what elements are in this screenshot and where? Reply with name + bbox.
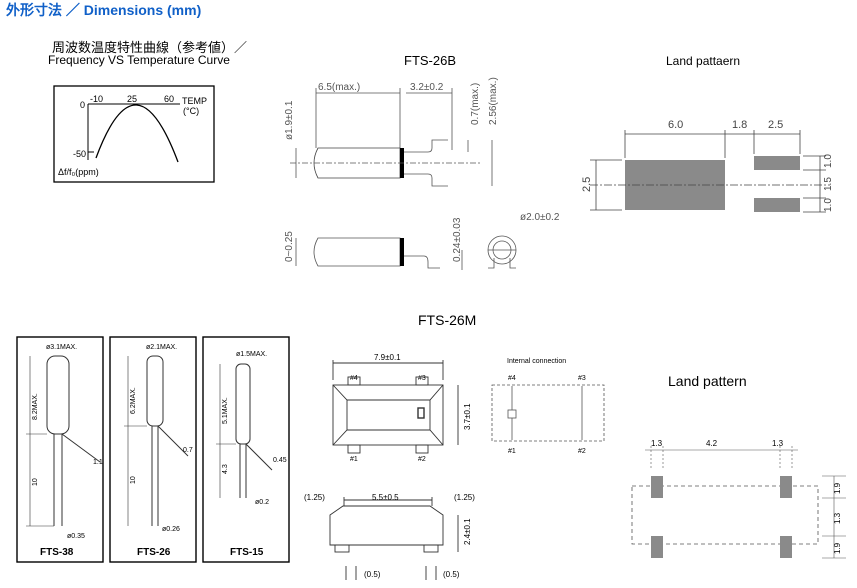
dim-lead-h: 0.7(max.) — [470, 83, 481, 125]
dim-diameter: ø1.9±0.1 — [284, 100, 295, 140]
dim-thickness: 0.24±0.03 — [452, 217, 463, 262]
internal-connection — [491, 384, 605, 442]
int-p4: #4 — [508, 375, 516, 382]
m-pitch: 5.5±0.5 — [372, 493, 399, 502]
y-tick: -50 — [73, 149, 86, 159]
land1-dim-b: 1.8 — [732, 119, 747, 131]
land2-dim-v2: 1.3 — [833, 512, 842, 524]
fts26m-side-view — [329, 497, 459, 580]
fts26m-top-view — [332, 360, 459, 454]
x-tick: 25 — [127, 94, 137, 104]
land1-title: Land pattaern — [666, 54, 741, 68]
x-label: TEMP — [182, 96, 207, 106]
m-side-h: 2.4±0.1 — [463, 518, 472, 545]
fts26-pitch: 0.7 — [183, 447, 193, 454]
fts26b-bottom-view — [295, 235, 517, 270]
land1-dim-c: 2.5 — [768, 119, 783, 131]
internal-title: Internal connection — [507, 358, 566, 365]
fts38-pitch: 1.1 — [93, 459, 103, 466]
m-pad2: (0.5) — [443, 570, 460, 579]
m-pin1: #1 — [350, 456, 358, 463]
m-width: 7.9±0.1 — [374, 353, 401, 362]
fts26b-side-view — [290, 88, 493, 187]
int-p2: #2 — [578, 448, 586, 455]
dim-lead: 3.2±0.2 — [410, 82, 444, 93]
x-unit: (°C) — [183, 106, 199, 116]
y-label: Δf/f₀(ppm) — [58, 167, 99, 177]
x-tick: -10 — [90, 94, 103, 104]
y-tick: 0 — [80, 100, 85, 110]
m-right: (1.25) — [454, 493, 475, 502]
land2-dim-v3: 1.9 — [833, 542, 842, 554]
dim-length: 6.5(max.) — [318, 82, 360, 93]
dim-offset: 0~0.25 — [284, 231, 295, 262]
m-pin4: #4 — [350, 375, 358, 382]
crystal-fts26: ø2.1MAX. 6.2MAX. 10 0.7 ø0.26 FTS-26 — [109, 336, 197, 563]
fts26-name: FTS-26 — [137, 547, 171, 558]
x-tick: 60 — [164, 94, 174, 104]
fts26-dia: ø2.1MAX. — [146, 344, 177, 351]
int-p3: #3 — [578, 375, 586, 382]
fts26-len: 6.2MAX. — [130, 387, 137, 414]
fts26b-title: FTS-26B — [404, 53, 457, 68]
fts38-len: 8.2MAX. — [32, 393, 39, 420]
fts38-wire: ø0.35 — [67, 533, 85, 540]
curve-title-jp: 周波数温度特性曲線（参考値）／ — [52, 40, 248, 55]
crystal-fts38: ø3.1MAX. 8.2MAX. 10 1.1 ø0.35 FTS-38 — [16, 336, 104, 563]
crystal-fts15: ø1.5MAX. 5.1MAX. 4.3 0.45 ø0.2 FTS-15 — [202, 336, 290, 563]
page-title: 外形寸法 ／ Dimensions (mm) — [6, 2, 202, 18]
m-pin3: #3 — [418, 375, 426, 382]
m-pad1: (0.5) — [364, 570, 381, 579]
freq-curve-diagram: -10 25 60 0 -50 TEMP (°C) Δf/f₀(ppm) — [53, 85, 215, 183]
curve-title-en: Frequency VS Temperature Curve — [48, 53, 230, 67]
m-height: 3.7±0.1 — [463, 403, 472, 430]
land2-dim-c: 1.3 — [772, 439, 784, 448]
dim-total-h: 2.56(max.) — [488, 77, 499, 125]
land2-title: Land pattern — [668, 373, 747, 389]
int-p1: #1 — [508, 448, 516, 455]
fts26-lead: 10 — [130, 476, 137, 484]
land2-dim-b: 4.2 — [706, 439, 718, 448]
fts38-name: FTS-38 — [40, 547, 74, 558]
land1-dim-r2: 1.5 — [823, 177, 834, 191]
land-pattern-2: 1.3 4.2 1.3 1.9 1.3 1.9 — [631, 439, 846, 559]
fts38-dia: ø3.1MAX. — [46, 344, 77, 351]
land1-dim-r1: 1.0 — [823, 154, 834, 168]
fts15-pitch: 0.45 — [273, 457, 287, 464]
fts26m-title: FTS-26M — [418, 312, 477, 328]
land1-dim-h: 2.5 — [581, 177, 593, 192]
fts38-lead: 10 — [32, 478, 39, 486]
land1-dim-r3: 1.0 — [823, 198, 834, 212]
m-pin2: #2 — [418, 456, 426, 463]
dim-end-dia: ø2.0±0.2 — [520, 212, 560, 223]
fts15-wire: ø0.2 — [255, 499, 269, 506]
m-left: (1.25) — [304, 493, 325, 502]
land1-dim-a: 6.0 — [668, 119, 683, 131]
fts15-dia: ø1.5MAX. — [236, 351, 267, 358]
fts15-lead: 4.3 — [222, 464, 229, 474]
land2-dim-v1: 1.9 — [833, 482, 842, 494]
fts15-name: FTS-15 — [230, 547, 264, 558]
land2-dim-a: 1.3 — [651, 439, 663, 448]
land-pattern-1: 6.0 1.8 2.5 2.5 1.0 1.5 1.0 — [581, 119, 834, 213]
fts15-len: 5.1MAX. — [222, 397, 229, 424]
fts26-wire: ø0.26 — [162, 526, 180, 533]
